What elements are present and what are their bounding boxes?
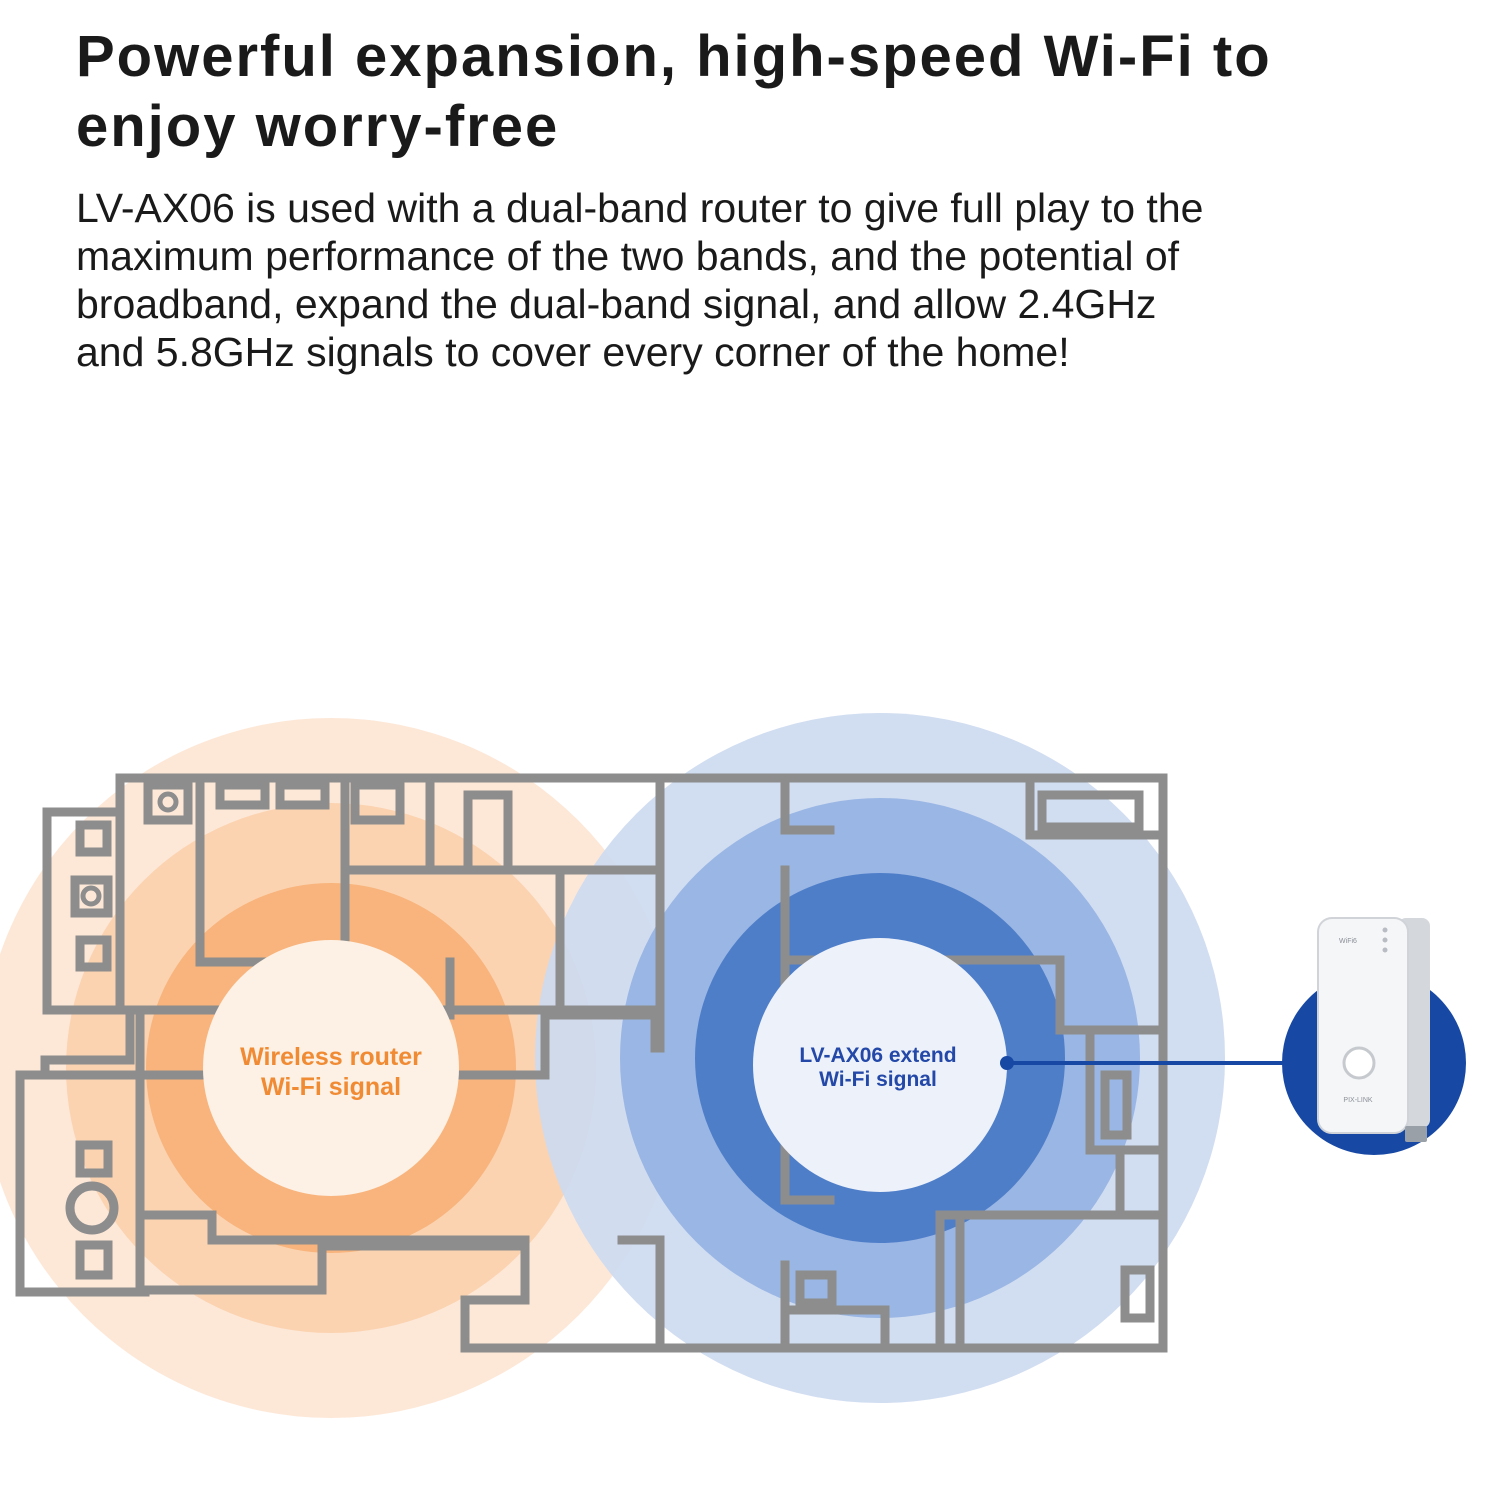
extender-signal-label-line-1: LV-AX06 extend xyxy=(799,1044,956,1067)
device-brand-mark: PIX-LINK xyxy=(1343,1097,1373,1104)
headline-line-2: enjoy worry-free xyxy=(76,94,560,159)
fixture-washer-drum xyxy=(80,885,102,907)
fixture-nightstand xyxy=(795,1270,837,1308)
floor-plan-center-wall xyxy=(540,773,665,1053)
extender-signal-label-line-2: Wi-Fi signal xyxy=(819,1068,937,1091)
device-port xyxy=(1405,1126,1427,1142)
fixture-counter-2 xyxy=(275,780,330,810)
fixture-washer xyxy=(70,875,113,918)
description-line-4: and 5.8GHz signals to cover every corner… xyxy=(76,329,1070,375)
device-led-1-icon xyxy=(1382,927,1388,933)
fixture-cabinet-1 xyxy=(75,1140,113,1178)
device-wifi6-mark: WiFi6 xyxy=(1339,938,1357,945)
device-led-3-icon xyxy=(1382,947,1388,953)
description-line-2: maximum performance of the two bands, an… xyxy=(76,233,1180,279)
device-led-2-icon xyxy=(1382,937,1388,943)
fixture-wardrobe-1 xyxy=(1100,1070,1132,1140)
connector-dot xyxy=(1000,1056,1014,1070)
device-power-button-icon xyxy=(1342,1046,1376,1080)
fixture-bathtub xyxy=(463,790,513,875)
description-line-3: broadband, expand the dual-band signal, … xyxy=(76,281,1157,327)
description: LV-AX06 is used with a dual-band router … xyxy=(76,184,1456,376)
fixture-drain-1 xyxy=(157,791,179,813)
router-signal-label-line-1: Wireless router xyxy=(240,1043,422,1071)
fixture-toilet-2 xyxy=(75,935,112,972)
floor-plan-lower-rooms xyxy=(140,1210,665,1353)
description-line-1: LV-AX06 is used with a dual-band router … xyxy=(76,185,1204,231)
router-signal-label-line-2: Wi-Fi signal xyxy=(261,1073,401,1101)
headline: Powerful expansion, high-speed Wi-Fi to … xyxy=(76,22,1446,162)
fixture-counter-1 xyxy=(215,780,270,810)
device-body xyxy=(1317,917,1409,1134)
router-label-circle xyxy=(203,940,459,1196)
fixture-round-table xyxy=(65,1181,119,1235)
fixture-toilet-1 xyxy=(75,820,112,857)
extender-label-circle xyxy=(753,938,1007,1192)
fixture-cabinet-2 xyxy=(75,1240,113,1280)
fixture-counter-3 xyxy=(350,780,405,825)
fixture-sink-1 xyxy=(143,780,193,825)
fixture-desk xyxy=(1037,790,1144,832)
extender-device-badge: WiFi6 PIX-LINK xyxy=(1282,917,1466,1155)
fixture-wardrobe-2 xyxy=(1120,1265,1155,1323)
headline-line-1: Powerful expansion, high-speed Wi-Fi to xyxy=(76,24,1272,89)
